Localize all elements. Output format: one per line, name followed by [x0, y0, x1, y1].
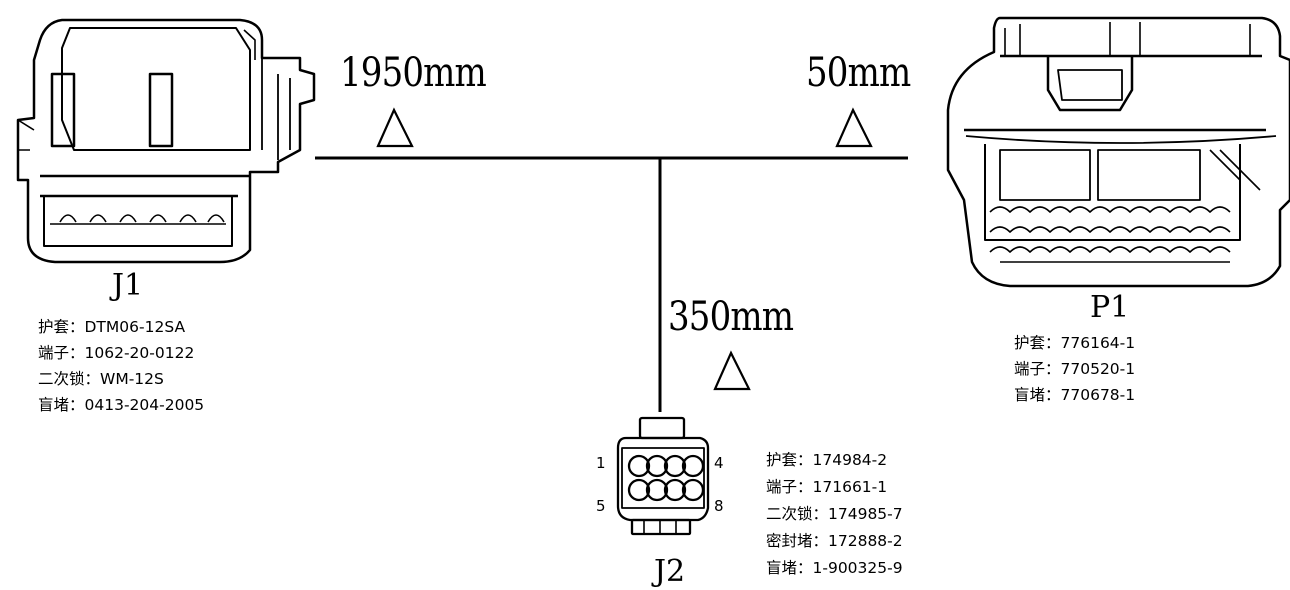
- j1-spec-item: 护套：DTM06-12SA: [38, 318, 186, 336]
- length-label-right: 50mm: [806, 50, 911, 96]
- j2-spec-item: 二次锁：174985-7: [766, 505, 903, 523]
- p1-connector-drawing: [946, 16, 1290, 288]
- j2-pin-label: 4: [714, 454, 724, 472]
- j2-spec-list: 护套：174984-2 端子：171661-1 二次锁：174985-7 密封堵…: [766, 447, 903, 582]
- p1-name: P1: [1090, 290, 1130, 325]
- j2-pin-label: 8: [714, 497, 724, 515]
- j2-spec-item: 盲堵：1-900325-9: [766, 559, 903, 577]
- j1-spec-item: 端子：1062-20-0122: [38, 344, 195, 362]
- j2-spec-item: 端子：171661-1: [766, 478, 888, 496]
- j2-spec-item: 护套：174984-2: [766, 451, 888, 469]
- triangle-marker-left: [376, 107, 414, 148]
- j2-spec-item: 密封堵：172888-2: [766, 532, 903, 550]
- j2-name: J2: [654, 554, 686, 589]
- j2-pin-label: 5: [596, 497, 606, 515]
- j1-name: J1: [112, 268, 144, 303]
- j2-pin-label: 1: [596, 454, 606, 472]
- j1-spec-item: 盲堵：0413-204-2005: [38, 396, 205, 414]
- p1-spec-item: 端子：770520-1: [1014, 360, 1136, 378]
- j2-connector-drawing: [616, 416, 710, 536]
- triangle-marker-right: [835, 107, 873, 148]
- p1-spec-list: 护套：776164-1 端子：770520-1 盲堵：770678-1: [1014, 330, 1135, 408]
- j1-spec-list: 护套：DTM06-12SA 端子：1062-20-0122 二次锁：WM-12S…: [38, 314, 204, 418]
- triangle-marker-down: [713, 350, 751, 391]
- j1-spec-item: 二次锁：WM-12S: [38, 370, 164, 388]
- length-label-down: 350mm: [668, 294, 794, 340]
- p1-spec-item: 盲堵：770678-1: [1014, 386, 1136, 404]
- j1-connector-drawing: [16, 18, 316, 264]
- p1-spec-item: 护套：776164-1: [1014, 334, 1136, 352]
- length-label-left: 1950mm: [340, 50, 487, 96]
